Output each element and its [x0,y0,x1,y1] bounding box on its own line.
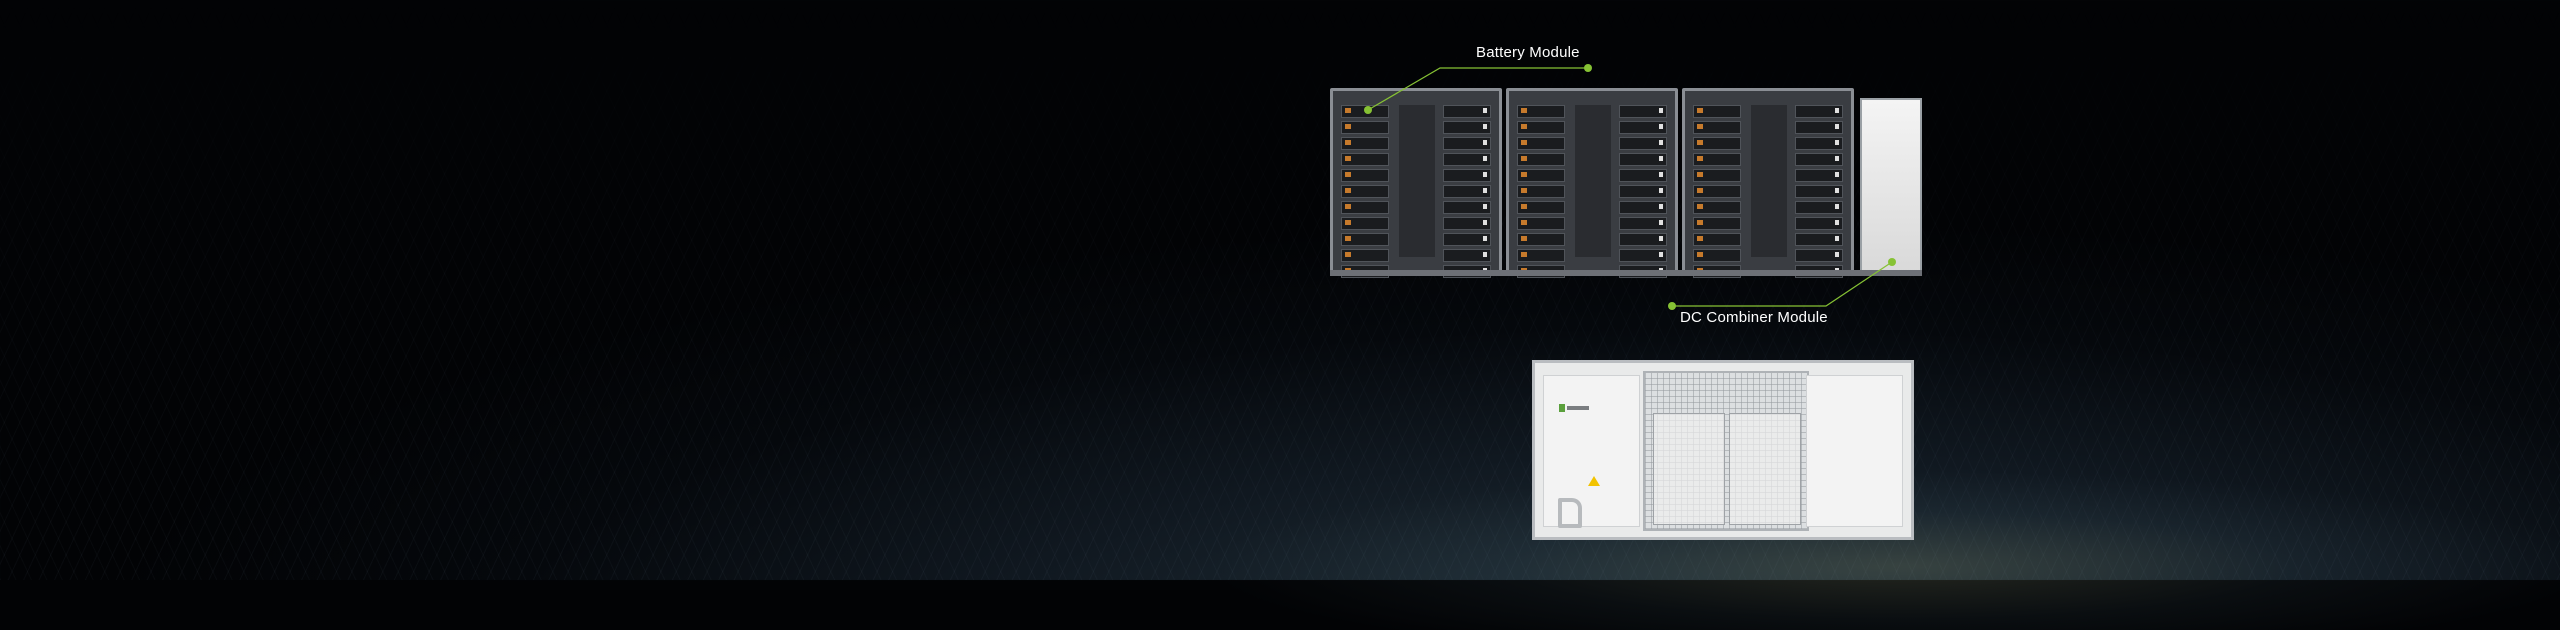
container-right-panel [1806,375,1903,527]
battery-module-label: Battery Module [1476,44,1580,61]
brand-mark-icon [1558,498,1582,528]
dc-combiner-label-dot [1668,302,1676,310]
battery-cabinet [1506,88,1678,278]
battery-module-leader-line [1367,67,1588,111]
brand-logo-icon [1559,404,1589,412]
battery-module-label-dot [1584,64,1592,72]
module-column [1619,105,1667,278]
dc-combiner-cabinet [1860,98,1922,274]
rack-base [1330,270,1922,276]
module-column [1693,105,1741,278]
dc-combiner-module-label: DC Combiner Module [1680,309,1828,326]
container-inner-door [1653,413,1725,525]
cabinet-center-bay [1575,105,1611,257]
warning-triangle-icon [1588,476,1600,486]
battery-module-callout-dot [1364,106,1372,114]
energy-storage-container [1532,360,1914,540]
dc-combiner-callout-dot [1888,258,1896,266]
module-column [1517,105,1565,278]
cabinet-center-bay [1399,105,1435,257]
container-center-rack-frame [1643,371,1809,531]
cabinet-center-bay [1751,105,1787,257]
dc-combiner-leader-line [1672,261,1893,307]
container-inner-door [1729,413,1801,525]
background-mesh [0,0,2560,580]
container-left-panel [1543,375,1640,528]
battery-rack-assembly [1330,88,1922,278]
callout-leader-lines [1367,67,1893,307]
